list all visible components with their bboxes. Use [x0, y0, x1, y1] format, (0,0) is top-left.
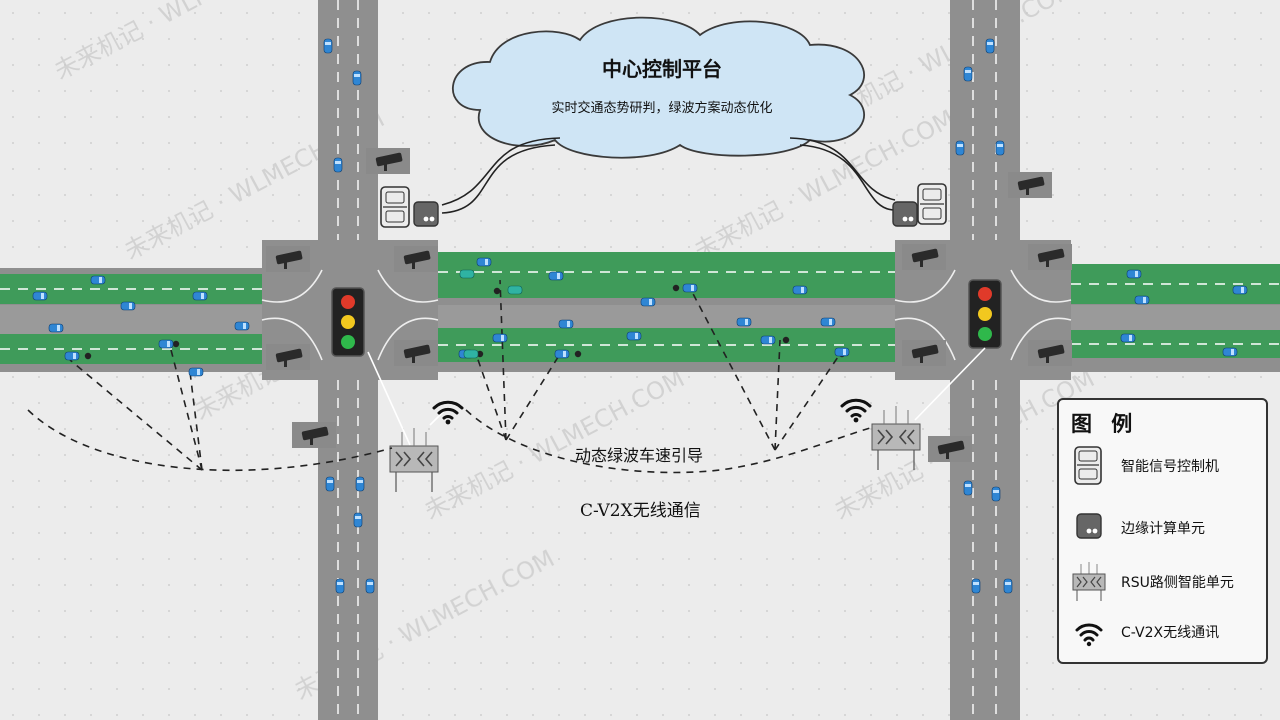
cloud-title: 中心控制平台 [602, 57, 722, 81]
network-cables [441, 137, 896, 214]
traffic-light-icon [968, 279, 1002, 349]
legend-item-v2x: C-V2X无线通讯 [1059, 612, 1266, 652]
legend: 图 例 智能信号控制机 边缘计算单元 RSU路侧智能单元 [1057, 398, 1268, 664]
legend-label: RSU路侧智能单元 [1121, 575, 1234, 591]
camera-icon [366, 148, 410, 174]
edge-computing-icon [892, 201, 918, 227]
rsu-icon [389, 427, 439, 493]
edge-computing-icon [413, 201, 439, 227]
v2x-links [27, 279, 871, 474]
camera-icon [1028, 340, 1072, 366]
legend-label: C-V2X无线通讯 [1121, 625, 1220, 641]
legend-item-signal-controller: 智能信号控制机 [1059, 446, 1266, 486]
wifi-icon [432, 400, 464, 426]
signal-controller-icon [380, 186, 410, 228]
legend-label: 边缘计算单元 [1121, 521, 1205, 537]
edge-computing-icon [1076, 513, 1102, 539]
wifi-icon [840, 398, 872, 424]
camera-icon [266, 344, 310, 370]
signal-controller-icon [1074, 446, 1102, 485]
legend-item-rsu: RSU路侧智能单元 [1059, 562, 1266, 602]
camera-icon [1028, 244, 1072, 270]
rsu-icon [1072, 562, 1106, 601]
camera-icon [394, 340, 438, 366]
wifi-icon [1075, 623, 1103, 647]
camera-icon [292, 422, 336, 448]
camera-icon [1008, 172, 1052, 198]
camera-icon [902, 340, 946, 366]
camera-icon [394, 246, 438, 272]
v2x-label: C-V2X无线通信 [580, 501, 701, 521]
camera-icon [928, 436, 972, 462]
camera-icon [266, 246, 310, 272]
cloud-subtitle: 实时交通态势研判，绿波方案动态优化 [551, 100, 772, 116]
watermark: 未来机记 · WLMECH.COM [50, 0, 319, 85]
camera-icon [902, 244, 946, 270]
signal-controller-icon [917, 183, 947, 225]
legend-item-edge-computing: 边缘计算单元 [1059, 508, 1266, 548]
central-control-cloud [452, 16, 865, 159]
legend-label: 智能信号控制机 [1121, 459, 1219, 475]
traffic-light-icon [331, 287, 365, 357]
legend-title: 图 例 [1071, 412, 1139, 436]
green-wave-guidance-label: 动态绿波车速引导 [575, 446, 703, 465]
